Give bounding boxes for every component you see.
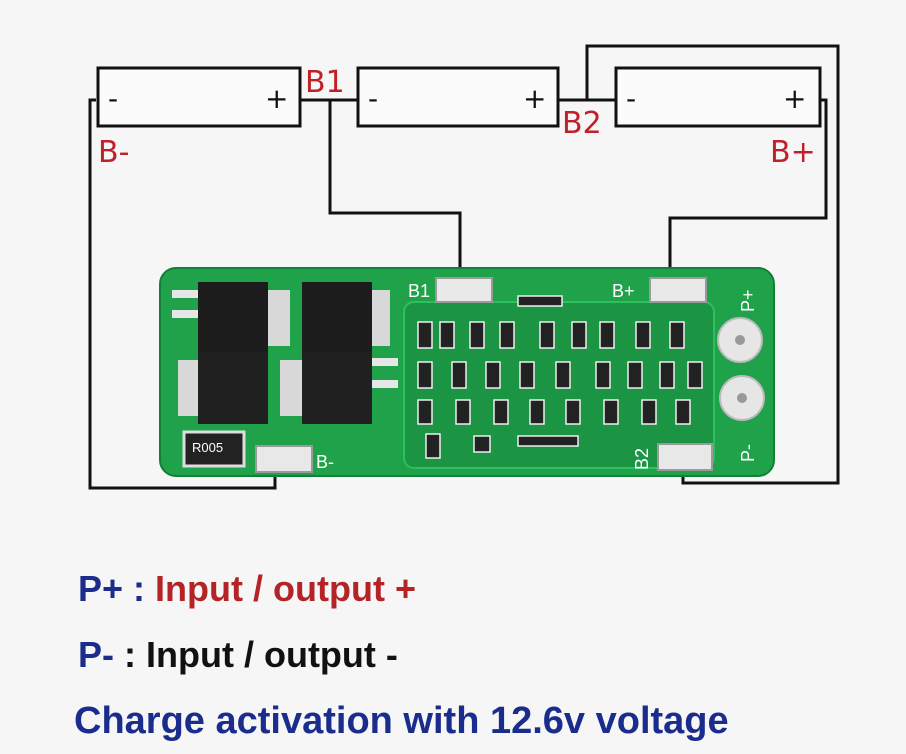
mosfet-pin-3: [372, 358, 398, 366]
label-b-minus: B-: [98, 135, 129, 170]
wire-b-plus: [668, 98, 828, 278]
mosfet-1: [198, 282, 268, 352]
mosfet-tab-4: [178, 360, 198, 416]
mosfet-pin-2: [172, 310, 198, 318]
cell-1: - +: [96, 66, 302, 128]
wire-b2-top: [585, 44, 840, 485]
smd-part: [565, 399, 581, 425]
cell-2-plus-sign: +: [523, 82, 546, 115]
cell-3-plus-sign: +: [783, 82, 806, 115]
smd-part: [455, 399, 471, 425]
mosfet-tab-3: [372, 290, 390, 346]
smd-part: [473, 435, 491, 453]
pcb-label-p-minus: P-: [738, 444, 758, 462]
smd-part: [439, 321, 455, 349]
pcb-label-b1: B1: [408, 281, 430, 301]
cell-3: - +: [614, 66, 822, 128]
cell-3-body: [614, 66, 822, 128]
cell-2: - +: [356, 66, 560, 128]
smd-part: [669, 321, 685, 349]
smd-part: [499, 321, 515, 349]
wire-b1-sense: [328, 100, 462, 278]
terminal-p-minus-hole: [737, 393, 747, 403]
smd-part: [493, 399, 509, 425]
cell-1-minus-sign: -: [108, 82, 118, 115]
pad-b1: [435, 277, 493, 303]
pcb-label-b-minus: B-: [316, 452, 334, 472]
mosfet-tab-2: [280, 360, 302, 416]
legend-p-plus-sep: :: [123, 568, 156, 609]
cell-1-plus-sign: +: [265, 82, 288, 115]
smd-part: [595, 361, 611, 389]
smd-part: [555, 361, 571, 389]
smd-part: [469, 321, 485, 349]
cell-2-minus-sign: -: [368, 82, 378, 115]
smd-part: [539, 321, 555, 349]
smd-part: [641, 399, 657, 425]
smd-part: [517, 295, 563, 307]
pcb-label-p-plus: P+: [738, 289, 758, 312]
pcb-label-b2: B2: [632, 448, 652, 470]
smd-part: [425, 433, 441, 459]
smd-part: [675, 399, 691, 425]
smd-part: [627, 361, 643, 389]
wires: [88, 44, 840, 490]
mosfet-pin-4: [372, 380, 398, 388]
sense-resistor: [182, 430, 246, 468]
legend-p-minus-key: P-: [78, 634, 114, 675]
mosfet-group: [172, 282, 398, 424]
pcb-label-b-plus: B+: [612, 281, 635, 301]
wire-b-minus: [88, 98, 277, 490]
legend-p-minus: P- : Input / output -: [78, 634, 398, 676]
pad-b-plus: [649, 277, 707, 303]
smd-part: [529, 399, 545, 425]
smd-part: [635, 321, 651, 349]
legend-p-minus-sep: :: [114, 634, 146, 675]
terminal-p-plus-hole: [735, 335, 745, 345]
label-b1: B1: [305, 65, 345, 100]
legend-p-plus: P+ : Input / output +: [78, 568, 416, 610]
pcb-board: R005: [159, 267, 775, 477]
mosfet-tab-1: [268, 290, 290, 346]
pad-b-minus: [255, 445, 313, 473]
smd-part: [519, 361, 535, 389]
charge-activation-note: Charge activation with 12.6v voltage: [74, 700, 729, 742]
smd-components: [417, 295, 703, 459]
cell-2-body: [356, 66, 560, 128]
mosfet-2: [302, 282, 372, 352]
mosfet-pin-1: [172, 290, 198, 298]
legend-p-minus-desc: Input / output -: [146, 634, 398, 675]
smd-part: [417, 361, 433, 389]
smd-part: [603, 399, 619, 425]
smd-part: [659, 361, 675, 389]
smd-part: [417, 399, 433, 425]
smd-part: [599, 321, 615, 349]
pad-b2: [657, 443, 713, 471]
legend-p-plus-key: P+: [78, 568, 124, 609]
legend-p-plus-desc: Input / output +: [155, 568, 416, 609]
wiring-schematic: - + - + - + B- B1 B2 B+: [88, 44, 840, 490]
smd-part: [517, 435, 579, 447]
label-b-plus: B+: [770, 135, 816, 170]
mosfet-4: [302, 352, 372, 424]
cell-1-body: [96, 66, 302, 128]
cell-3-minus-sign: -: [626, 82, 636, 115]
smd-part: [417, 321, 433, 349]
smd-part: [687, 361, 703, 389]
resistor-code-text: R005: [192, 440, 223, 455]
mosfet-3: [198, 352, 268, 424]
label-b2: B2: [562, 106, 602, 141]
smd-part: [571, 321, 587, 349]
smd-part: [485, 361, 501, 389]
smd-part: [451, 361, 467, 389]
